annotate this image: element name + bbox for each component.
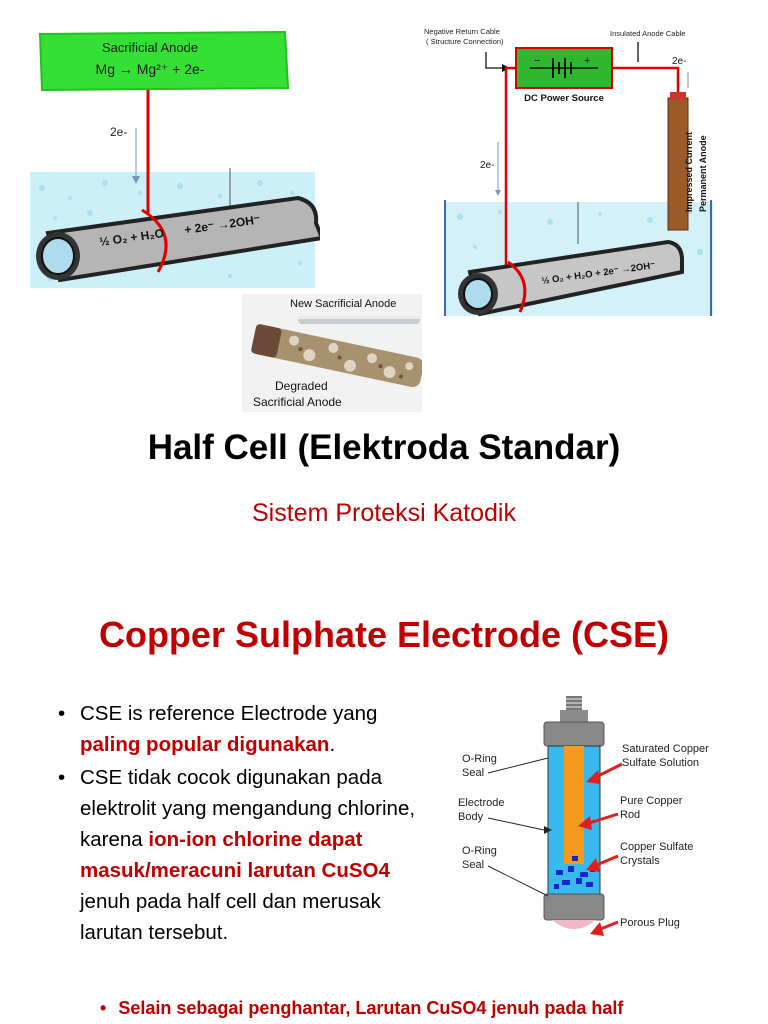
- bullet-marker: •: [58, 766, 66, 789]
- saturated-solution-label-1: Saturated Copper: [622, 743, 709, 755]
- sacrificial-anode-diagram: Sacrificial Anode Mg → Mg²⁺ + 2e- 2e- ½ …: [30, 30, 320, 288]
- bullet-text: CSE is reference Electrode yang: [80, 702, 378, 725]
- sacrificial-anode-title: Sacrificial Anode: [102, 40, 198, 55]
- anode-photo: New Sacrificial Anode Degraded Sacrifici…: [242, 294, 422, 412]
- degraded-anode-label: Sacrificial Anode: [253, 395, 342, 409]
- negative-return-cable-label: Negative Return Cable: [424, 27, 500, 36]
- permanent-anode-label: Permanent Anode: [698, 135, 708, 212]
- impressed-current-diagram: Negative Return Cable ( Structure Connec…: [424, 27, 713, 317]
- oring-bottom-label-1: O-Ring: [462, 845, 497, 857]
- bullet-emphasis: ion-ion chlorine dapat masuk/meracuni la…: [80, 828, 390, 882]
- anode-reaction: Mg → Mg²⁺ + 2e-: [96, 61, 205, 77]
- section-heading: Copper Sulphate Electrode (CSE): [98, 614, 670, 655]
- structure-connection-label: ( Structure Connection): [426, 37, 504, 46]
- bullet-text: CSE tidak cocok digunakan pada elektroli…: [80, 766, 416, 851]
- bullet-list: • CSE is reference Electrode yang paling…: [58, 698, 438, 950]
- bullet-marker: •: [58, 702, 66, 725]
- degraded-label: Degraded: [275, 379, 328, 393]
- copper-rod-label-2: Rod: [620, 809, 640, 821]
- oring-top-label-2: Seal: [462, 767, 484, 779]
- minus-terminal: −: [534, 55, 540, 67]
- page-title: Half Cell (Elektroda Standar): [147, 428, 621, 467]
- porous-plug-label: Porous Plug: [620, 917, 680, 929]
- trailing-bullet: • Selain sebagai penghantar, Larutan CuSO…: [100, 998, 740, 1019]
- bullet-item: • CSE is reference Electrode yang paling…: [58, 698, 438, 760]
- insulated-anode-cable-label: Insulated Anode Cable: [610, 29, 685, 38]
- impressed-current-label: Impressed Current: [684, 132, 694, 212]
- electrode-body-label-2: Body: [458, 811, 484, 823]
- copper-rod-label-1: Pure Copper: [620, 795, 683, 807]
- crystals-label-1: Copper Sulfate: [620, 841, 693, 853]
- trailing-bullet-text: Selain sebagai penghantar, Larutan CuSO4…: [118, 998, 624, 1018]
- page-subtitle: Sistem Proteksi Katodik: [252, 499, 516, 527]
- bullet-text: jenuh pada half cell dan merusak larutan…: [80, 890, 381, 944]
- cse-electrode-diagram: O-Ring Seal Electrode Body O-Ring Seal S…: [458, 696, 709, 936]
- saturated-solution-label-2: Sulfate Solution: [622, 757, 699, 769]
- oring-top-label-1: O-Ring: [462, 753, 497, 765]
- electrode-body-label-1: Electrode: [458, 797, 504, 809]
- dc-power-source-label: DC Power Source: [524, 93, 604, 104]
- plus-terminal: +: [584, 55, 590, 67]
- electron-label-left: 2e-: [480, 160, 494, 171]
- bullet-item: • CSE tidak cocok digunakan pada elektro…: [58, 762, 438, 948]
- electron-label-right: 2e-: [672, 56, 686, 67]
- oring-bottom-label-2: Seal: [462, 859, 484, 871]
- bullet-emphasis: paling popular digunakan: [80, 733, 330, 756]
- bullet-text: .: [329, 733, 336, 756]
- crystals-label-2: Crystals: [620, 855, 660, 867]
- electron-label: 2e-: [110, 125, 127, 139]
- new-anode-label: New Sacrificial Anode: [290, 298, 396, 310]
- bullet-marker: •: [100, 998, 107, 1018]
